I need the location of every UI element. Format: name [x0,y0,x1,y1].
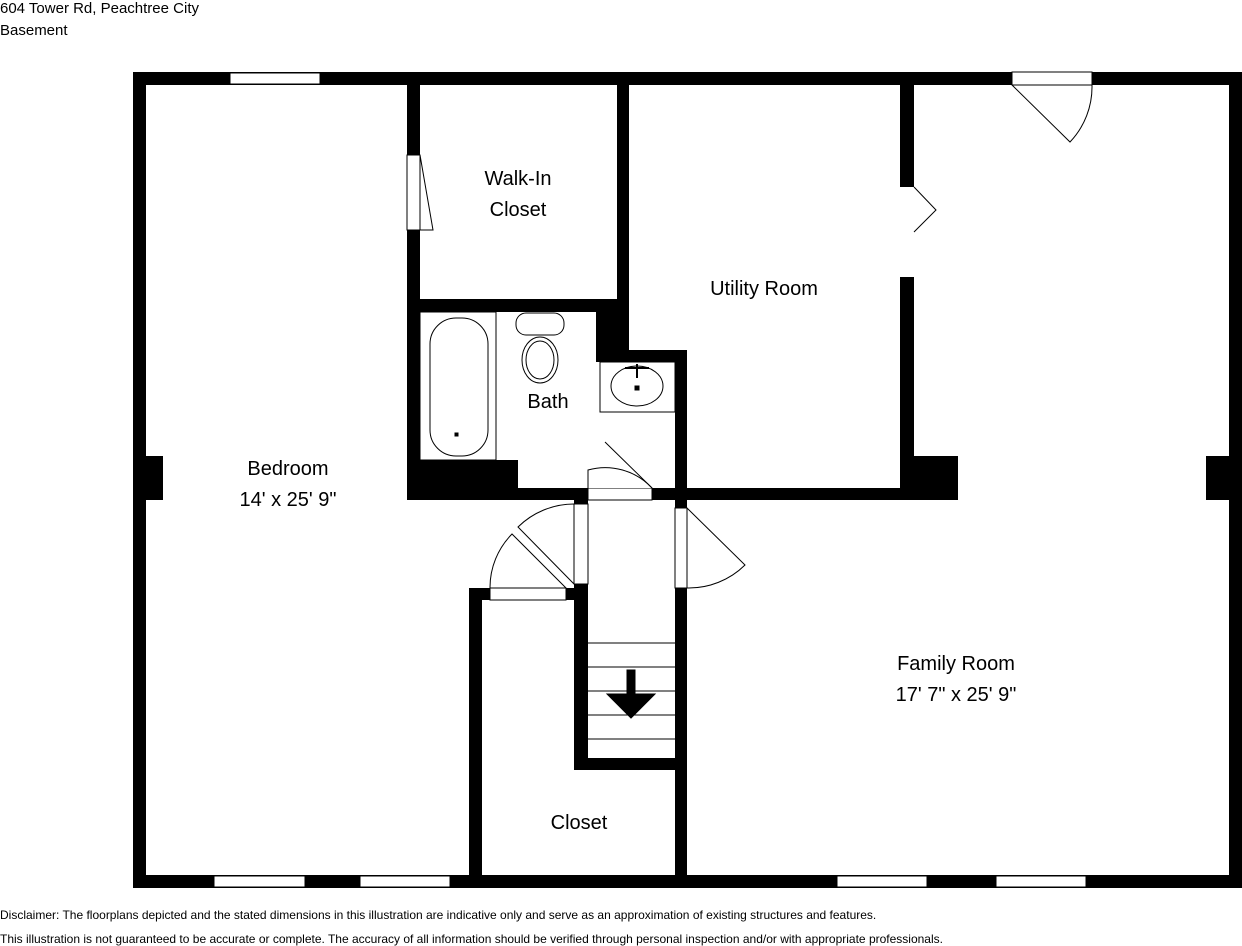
closet-door-swing [419,154,434,231]
west-wall-pier [133,456,163,500]
bath-vanity-wall [596,350,687,362]
utility-east-wall-south [900,277,914,500]
bathtub-basin [429,317,489,457]
window-south-bedroom-2 [359,875,451,888]
closet-bath-wall [420,299,617,312]
family-door-swing [686,507,746,589]
toilet-seat [525,340,555,380]
window-south-family-2 [995,875,1087,888]
entry-door-swing [1011,84,1093,143]
floor-plan: Walk-In Closet Utility Room Bath Bedroom… [133,71,1242,888]
utility-south-wall [652,488,902,500]
property-address: 604 Tower Rd, Peachtree City [0,0,199,17]
utility-corner-block [900,456,958,500]
bath-door-frame [587,487,653,501]
disclaimer-line-2: This illustration is not guaranteed to b… [0,932,943,946]
utility-door-opening [900,187,914,277]
closet-utility-wall [617,85,629,362]
faucet [625,364,649,378]
tub-wall-block [420,460,518,490]
bath-label: Bath [527,391,568,413]
tub-drain [454,432,459,437]
family-door-frame [674,507,688,589]
closet-door-frame [406,154,421,231]
stair-arrow-shaft [626,669,636,697]
closet-label: Closet [551,812,608,834]
windows [213,72,1087,888]
stair-door-west-frame [573,503,589,585]
bath-door-swing [587,467,653,489]
stair-door-west-swing [517,503,575,585]
disclaimer-line-1: Disclaimer: The floorplans depicted and … [0,908,877,922]
closet-door-swing-south [489,533,567,589]
bedroom-east-wall [407,85,420,500]
staircase [588,642,675,740]
entry-door-frame [1011,71,1093,86]
walk-in-closet-label-1: Walk-In [484,168,551,190]
toilet-tank [515,312,565,336]
bedroom-label: Bedroom [247,458,328,480]
window-south-family-1 [836,875,928,888]
bath-utility-wall [675,350,687,508]
stair-south-wall [574,758,687,770]
utility-room-label: Utility Room [710,278,818,300]
stair-down-arrow [605,693,657,719]
stair-east-wall [675,500,687,888]
utility-door-swing [913,186,937,233]
doors [406,71,1093,601]
window-south-bedroom-1 [213,875,306,888]
family-room-dimensions: 17' 7" x 25' 9" [896,684,1017,706]
bedroom-dimensions: 14' x 25' 9" [239,489,336,511]
east-wall-pier [1206,456,1242,500]
exterior-walls [133,72,1242,888]
window-north-bedroom [229,72,321,85]
sink-drain [634,385,640,391]
utility-east-wall-north [900,85,914,187]
north-wall [133,72,1242,85]
bath-door-leaf [604,441,653,489]
walk-in-closet-label-2: Closet [490,199,547,221]
bath-south-wall-west [407,488,588,500]
closet-door-frame-south [489,587,567,601]
floor-name: Basement [0,22,68,39]
closet-west-wall [469,588,482,888]
family-room-label: Family Room [897,653,1015,675]
bath-fixtures [419,311,676,461]
